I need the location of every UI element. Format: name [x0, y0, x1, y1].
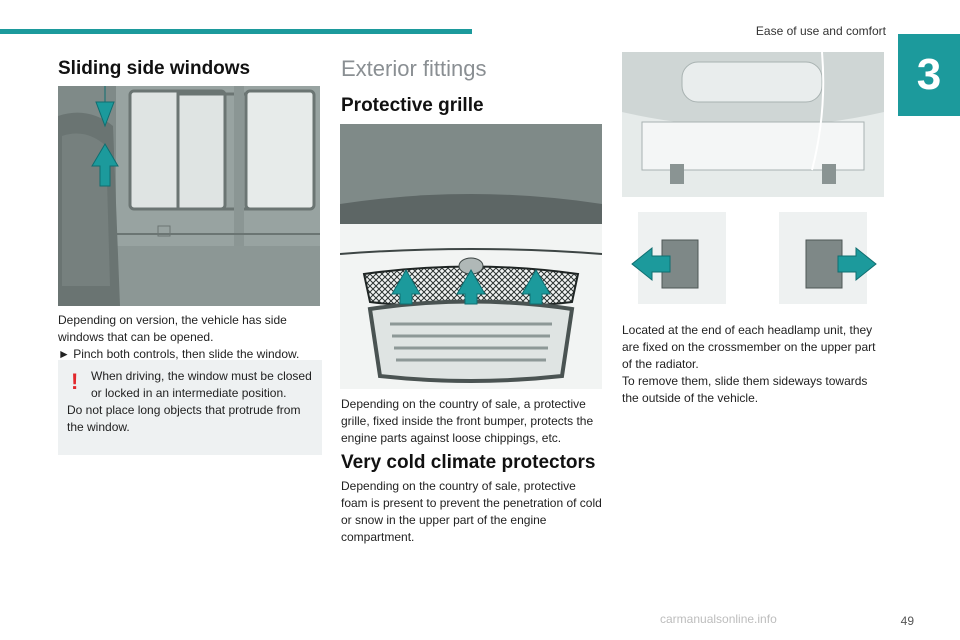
arrow-up-icon	[521, 269, 551, 305]
chapter-tab: 3	[898, 34, 960, 116]
protective-grille-illustration	[340, 124, 602, 389]
warning-box: ! When driving, the window must be close…	[58, 360, 322, 455]
protective-grille-heading: Protective grille	[341, 95, 484, 116]
arrow-down-icon	[95, 86, 115, 128]
sliding-windows-heading: Sliding side windows	[58, 58, 251, 79]
sliding-window-illustration	[58, 86, 320, 306]
cold-climate-text: Depending on the country of sale, protec…	[341, 479, 602, 544]
watermark: carmanualsonline.info	[660, 612, 777, 626]
climate-protectors-illustration	[622, 52, 884, 304]
section-title: Ease of use and comfort	[755, 24, 886, 38]
warning-line-1: When driving, the window must be closed …	[91, 369, 312, 400]
header-accent-bar	[0, 29, 472, 34]
climate-protectors-text: Located at the end of each headlamp unit…	[622, 323, 876, 405]
arrow-right-icon	[837, 246, 877, 282]
protective-grille-text: Depending on the country of sale, a prot…	[341, 397, 594, 445]
arrow-up-icon	[91, 143, 119, 187]
exterior-fittings-heading: Exterior fittings	[341, 56, 487, 81]
arrow-up-icon	[456, 269, 486, 305]
warning-line-2: Do not place long objects that protrude …	[67, 403, 301, 434]
arrow-up-icon	[391, 269, 421, 305]
arrow-left-icon	[631, 246, 671, 282]
warning-icon: !	[71, 369, 79, 394]
cold-climate-heading: Very cold climate protectors	[341, 452, 596, 473]
sliding-windows-text: Depending on version, the vehicle has si…	[58, 313, 300, 361]
page-number: 49	[900, 614, 914, 628]
